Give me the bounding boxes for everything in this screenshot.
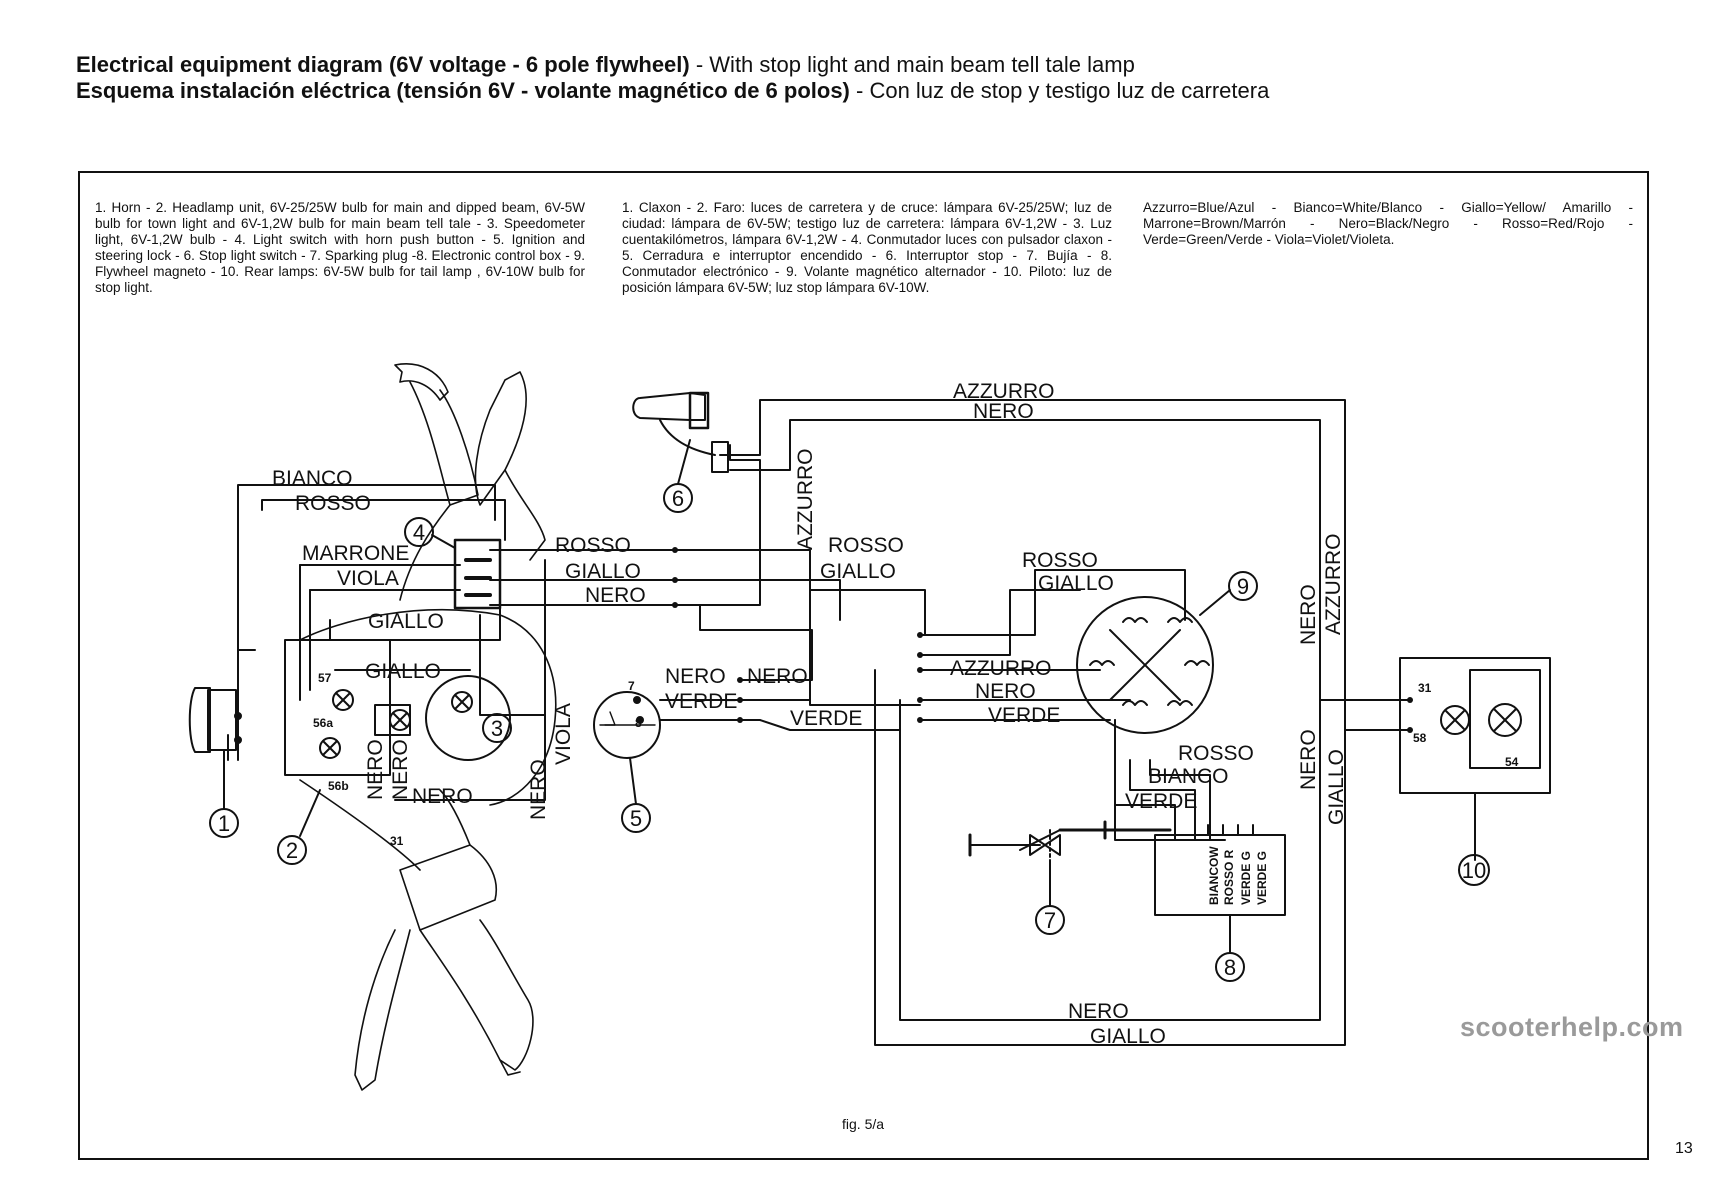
callout-4: 4 [413,520,425,545]
legend-spanish: 1. Claxon - 2. Faro: luces de carretera … [622,200,1112,295]
label-nero-mid: NERO [585,584,646,607]
legend-colors: Azzurro=Blue/Azul - Bianco=White/Blanco … [1143,200,1633,247]
term-31-rear: 31 [1418,681,1432,695]
label-nero-head: NERO [412,785,473,808]
term-7: 7 [628,679,635,693]
handlebar-outline [299,363,557,1091]
headlamp-unit [284,639,411,776]
label-verde-ign-2: VERDE [790,707,862,730]
label-azzurro-right: AZZURRO [1322,534,1345,636]
light-switch [453,538,502,610]
label-giallo-mid: GIALLO [565,560,641,583]
connector-dots [672,547,1413,733]
label-nero-vert-2: NERO [364,739,387,800]
label-viola-vert: VIOLA [552,703,575,765]
label-nero-magneto: NERO [975,680,1036,703]
callout-8: 8 [1224,955,1236,980]
spark-plug [968,829,1061,861]
label-rosso-magneto: ROSSO [1022,549,1098,572]
label-verde-box: VERDE [1125,790,1197,813]
label-nero-ign-2: NERO [747,665,808,688]
term-8: 8 [635,716,642,730]
horn [188,687,242,801]
callout-1: 1 [218,811,230,836]
label-nero-right-2: NERO [1297,729,1320,790]
rear-lamps [1399,657,1551,861]
callout-9: 9 [1237,574,1249,599]
label-verde-magneto: VERDE [988,704,1060,727]
term-57: 57 [318,671,332,685]
callout-2: 2 [286,838,298,863]
term-56a: 56a [313,716,333,730]
label-nero-ign-1: NERO [665,665,726,688]
term-verde-g1: VERDE G [1239,851,1253,905]
term-31-head: 31 [390,834,404,848]
label-rosso-box: ROSSO [1178,742,1254,765]
label-giallo-right-2: GIALLO [1325,749,1348,825]
label-rosso-left: ROSSO [295,492,371,515]
label-bianco-box: BIANCO [1148,765,1229,788]
wire-labels: AZZURRO NERO BIANCO ROSSO MARRONE VIOLA … [272,380,1519,1048]
term-bianco-w: BIANCOW [1207,846,1221,905]
label-nero-bottom: NERO [1068,1000,1129,1023]
label-azzurro-magneto: AZZURRO [950,657,1052,680]
watermark: scooterhelp.com [1460,1012,1684,1042]
term-54: 54 [1505,755,1519,769]
label-rosso-right: ROSSO [828,534,904,557]
page-number: 13 [1675,1140,1693,1157]
term-58: 58 [1413,731,1427,745]
label-giallo-1: GIALLO [368,610,444,633]
label-nero-right: NERO [1297,584,1320,645]
electronic-control-box [1103,820,1286,916]
label-giallo-magneto: GIALLO [1038,572,1114,595]
label-giallo-right: GIALLO [820,560,896,583]
label-giallo-bottom: GIALLO [1090,1025,1166,1048]
figure-caption: fig. 5/a [842,1116,885,1132]
stop-light-switch [632,391,729,473]
term-rosso-r: ROSSO R [1222,849,1236,905]
title-english: Electrical equipment diagram (6V voltage… [76,52,1135,77]
label-verde-ign: VERDE [665,690,737,713]
label-nero-top: NERO [973,400,1034,423]
label-azzurro-top: AZZURRO [953,380,1055,403]
title-block: Electrical equipment diagram (6V voltage… [76,52,1269,104]
callout-5: 5 [630,806,642,831]
flywheel-magneto [1076,596,1214,734]
label-rosso-mid: ROSSO [555,534,631,557]
callout-6: 6 [672,486,684,511]
label-marrone: MARRONE [302,542,409,565]
diagram-frame [78,171,1649,1160]
title-spanish: Esquema instalación eléctrica (tensión 6… [76,78,1270,103]
callouts: 1 2 3 4 5 6 7 8 9 10 [209,439,1490,982]
speedometer-light [425,675,511,761]
label-nero-vert-3: NERO [389,739,412,800]
label-viola: VIOLA [337,567,399,590]
callout-3: 3 [491,716,503,741]
label-giallo-2: GIALLO [365,660,441,683]
ignition-switch [593,691,661,759]
term-56b: 56b [328,779,349,793]
legend-english: 1. Horn - 2. Headlamp unit, 6V-25/25W bu… [95,200,585,295]
label-bianco: BIANCO [272,467,353,490]
term-verde-g2: VERDE G [1255,851,1269,905]
wires [227,399,1411,1046]
callout-7: 7 [1044,908,1056,933]
callout-10: 10 [1462,858,1486,883]
label-azzurro-vert: AZZURRO [794,449,817,551]
label-nero-vert-1: NERO [527,759,550,820]
